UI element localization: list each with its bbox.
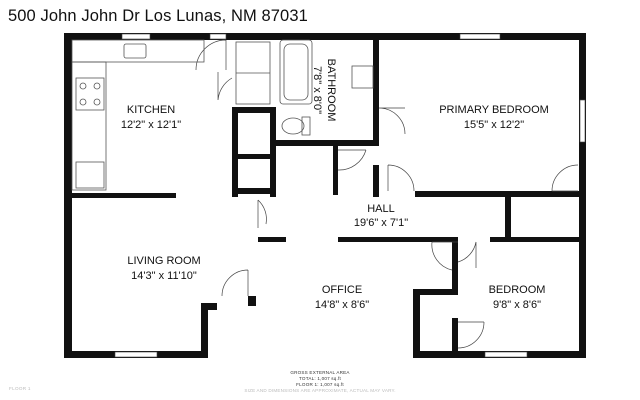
door-closet: [257, 199, 267, 228]
door-living-room: [221, 269, 249, 297]
bedroom-dims: 9'8" x 8'6": [493, 299, 541, 311]
toilet-icon: [281, 117, 305, 135]
doors: [195, 39, 579, 349]
windows: [114, 33, 586, 358]
stove-icon: [75, 77, 105, 111]
total-area: TOTAL: 1,007 sq.ft: [299, 376, 342, 381]
door-primary-closet: [551, 164, 579, 192]
door-kitchen-side: [217, 72, 233, 101]
interior-walls: [64, 33, 586, 358]
gross-area-heading: GROSS EXTERNAL AREA: [290, 370, 350, 375]
primary-bedroom-label: PRIMARY BEDROOM: [439, 104, 549, 116]
bathtub-icon: [279, 39, 313, 105]
property-address: 500 John John Dr Los Lunas, NM 87031: [8, 7, 308, 25]
kitchen-dims: 12'2" x 12'1": [121, 119, 181, 131]
door-office-closet: [431, 241, 458, 271]
door-bathroom: [378, 107, 406, 135]
fridge-icon: [75, 161, 105, 189]
door-bedroom-closet: [457, 321, 485, 349]
door-linen: [457, 241, 477, 268]
kitchen-fixtures: [71, 39, 271, 191]
floor-area: FLOOR 1: 1,007 sq.ft: [296, 382, 344, 387]
bathroom-dims: 7'8" x 8'0": [311, 66, 323, 114]
living-room-label: LIVING ROOM: [127, 255, 200, 267]
area-notes: GROSS EXTERNAL AREA TOTAL: 1,007 sq.ft F…: [9, 370, 395, 393]
hall-label: HALL: [367, 203, 395, 215]
door-kitchen-entry: [195, 39, 227, 71]
door-bathroom-closet: [337, 149, 367, 171]
living-room-dims: 14'3" x 11'10": [131, 270, 197, 282]
hall-dims: 19'6" x 7'1": [354, 217, 408, 229]
sink-icon: [123, 43, 147, 59]
room-labels: KITCHEN 12'2" x 12'1" BATHROOM 7'8" x 8'…: [121, 59, 549, 311]
kitchen-label: KITCHEN: [127, 104, 175, 116]
door-primary-bedroom: [387, 164, 415, 192]
primary-bedroom-dims: 15'5" x 12'2": [464, 119, 524, 131]
office-label: OFFICE: [322, 284, 362, 296]
bath-sink-icon: [351, 65, 374, 89]
disclaimer: SIZE AND DIMENSIONS ARE APPROXIMATE, ACT…: [244, 388, 395, 393]
bathroom-label: BATHROOM: [325, 59, 337, 122]
floor-label: FLOOR 1: [9, 386, 31, 391]
bathroom-fixtures: [279, 39, 374, 136]
office-dims: 14'8" x 8'6": [315, 299, 369, 311]
bedroom-label: BEDROOM: [489, 284, 546, 296]
